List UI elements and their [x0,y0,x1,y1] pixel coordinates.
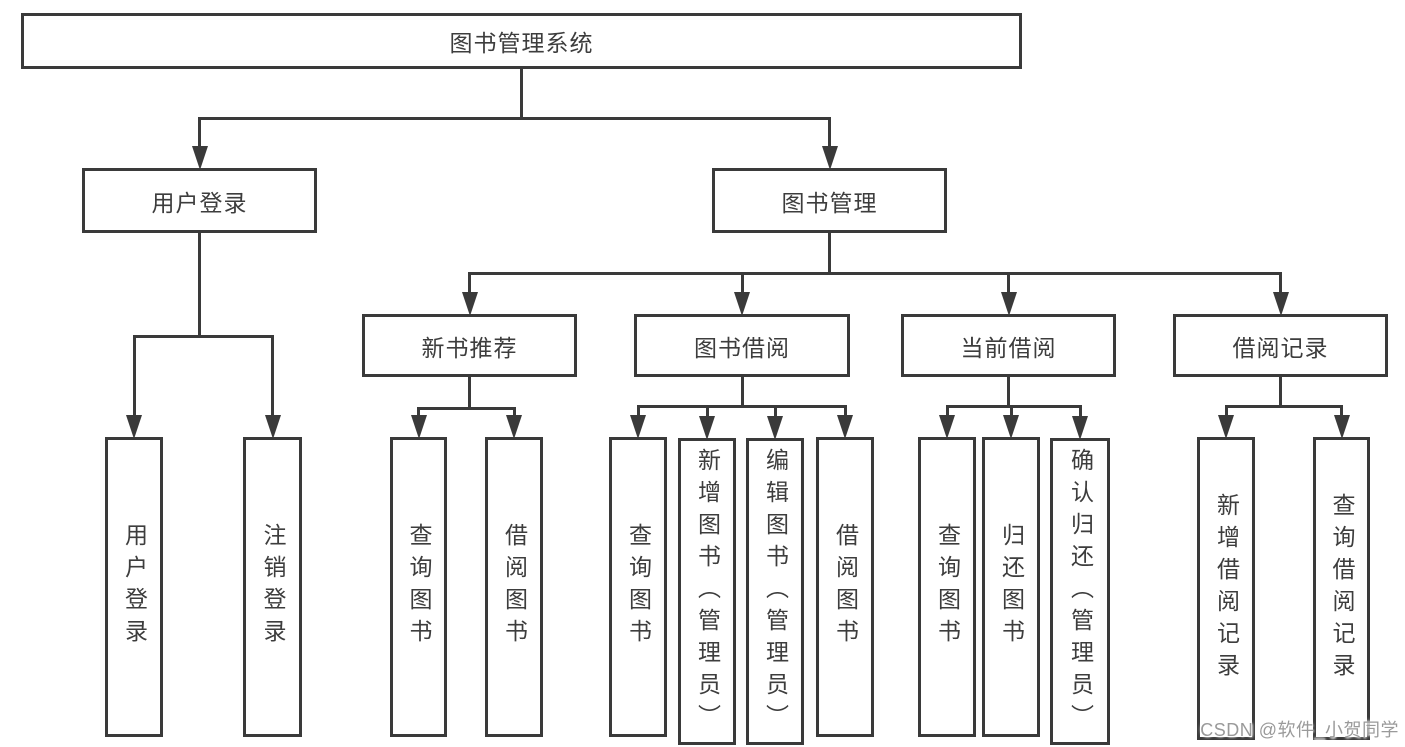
node-query-books-recommend: 查询图书 [390,437,447,737]
connector-drop-query-books-recommend [417,408,420,419]
arrowhead-down-icon-user-login [191,146,208,170]
connector-drop-query-books-borrowing [636,406,640,419]
node-borrow-books-recommend: 借阅图书 [485,437,543,737]
connector-drop-return-books [1009,406,1013,419]
node-logout-leaf: 注销登录 [243,437,302,737]
arrowhead-down-icon-current-borrowing [1000,292,1017,316]
connector-stem-borrowing-records [1279,377,1282,406]
arrowhead-down-icon-logout-leaf [264,415,281,439]
node-current-borrowing: 当前借阅 [901,314,1116,377]
connector-rail-book-management [468,271,1282,275]
node-label-new-book-recommend: 新书推荐 [421,334,518,361]
node-label-logout-leaf: 注销登录 [260,523,286,651]
node-label-query-borrow-record: 查询借阅记录 [1329,492,1355,685]
connector-drop-logout-leaf [271,336,274,419]
arrowhead-down-icon-query-borrow-record [1333,415,1350,439]
node-label-query-books-borrowing: 查询图书 [625,523,652,651]
connector-drop-user-login [198,118,201,150]
node-label-edit-book-admin: 编辑图书（管理员） [762,447,789,736]
node-label-user-login-leaf: 用户登录 [121,523,148,651]
arrowhead-down-icon-add-book-admin [699,416,715,440]
node-user-login-leaf: 用户登录 [105,437,163,737]
node-book-management: 图书管理 [712,168,947,233]
connector-drop-user-login-leaf [132,336,136,419]
node-library-system: 图书管理系统 [21,13,1022,69]
node-label-add-book-admin: 新增图书（管理员） [694,447,721,736]
node-query-books-borrowing: 查询图书 [609,437,667,737]
connector-drop-query-borrow-record [1340,406,1343,419]
node-label-query-books-current: 查询图书 [934,523,961,651]
connector-drop-current-borrowing [1007,273,1010,296]
node-label-borrow-books-borrowing: 借阅图书 [832,523,859,651]
connector-drop-new-book-recommend [468,273,471,296]
connector-stem-user-login [198,233,201,336]
node-borrow-books-borrowing: 借阅图书 [816,437,874,737]
node-label-book-borrowing: 图书借阅 [694,334,790,361]
connector-rail-book-borrowing [636,404,847,408]
connector-drop-add-book-admin [705,406,709,420]
connector-rail-borrowing-records [1224,404,1343,408]
connector-drop-query-books-current [945,406,949,419]
node-add-book-admin: 新增图书（管理员） [678,438,736,745]
node-book-borrowing: 图书借阅 [634,314,850,377]
connector-stem-book-borrowing [740,377,744,406]
arrowhead-down-icon-borrowing-records [1272,292,1289,316]
node-query-books-current: 查询图书 [918,437,976,737]
connector-rail-user-login [132,334,274,338]
connector-rail-new-book-recommend [417,406,516,410]
node-label-add-borrow-record: 新增借阅记录 [1213,492,1240,685]
arrowhead-down-icon-borrow-books-borrowing [837,415,853,439]
connector-stem-book-management [828,233,831,273]
node-label-current-borrowing: 当前借阅 [960,334,1057,361]
arrowhead-down-icon-borrow-books-recommend [506,415,522,439]
node-label-library-system: 图书管理系统 [449,30,594,56]
connector-drop-borrow-books-borrowing [843,406,847,419]
arrowhead-down-icon-query-books-current [939,415,955,439]
connector-drop-borrowing-records [1279,273,1282,296]
connector-stem-library-system [520,69,523,118]
node-label-query-books-recommend: 查询图书 [406,523,432,651]
node-add-borrow-record: 新增借阅记录 [1197,437,1255,740]
connector-drop-edit-book-admin [773,406,777,420]
node-query-borrow-record: 查询借阅记录 [1313,437,1370,740]
node-borrowing-records: 借阅记录 [1173,314,1388,377]
arrowhead-down-icon-query-books-borrowing [630,415,646,439]
connector-stem-current-borrowing [1007,377,1010,406]
arrowhead-down-icon-book-borrowing [734,292,750,316]
node-label-confirm-return-admin: 确认归还（管理员） [1067,447,1094,736]
node-user-login: 用户登录 [82,168,317,233]
node-label-book-management: 图书管理 [781,189,878,216]
arrowhead-down-icon-book-management [821,146,838,170]
connector-drop-borrow-books-recommend [512,408,516,419]
arrowhead-down-icon-confirm-return-admin [1072,416,1088,440]
node-label-return-books: 归还图书 [998,523,1025,651]
node-confirm-return-admin: 确认归还（管理员） [1050,438,1110,745]
node-label-borrow-books-recommend: 借阅图书 [501,523,528,651]
arrowhead-down-icon-edit-book-admin [767,416,783,440]
node-label-borrowing-records: 借阅记录 [1232,334,1329,361]
node-label-user-login: 用户登录 [151,189,248,216]
arrowhead-down-icon-new-book-recommend [461,292,478,316]
connector-rail-library-system [198,116,831,120]
watermark: CSDN @软件_小贺同学 [1200,720,1399,740]
connector-drop-add-borrow-record [1224,406,1228,419]
connector-rail-current-borrowing [945,404,1082,408]
node-new-book-recommend: 新书推荐 [362,314,577,377]
arrowhead-down-icon-return-books [1003,415,1019,439]
node-edit-book-admin: 编辑图书（管理员） [746,438,804,745]
arrowhead-down-icon-user-login-leaf [126,415,142,439]
connector-drop-book-management [828,118,831,150]
connector-drop-confirm-return-admin [1078,406,1082,420]
connector-drop-book-borrowing [740,273,744,296]
connector-stem-new-book-recommend [468,377,471,408]
arrowhead-down-icon-add-borrow-record [1218,415,1234,439]
node-return-books: 归还图书 [982,437,1040,737]
arrowhead-down-icon-query-books-recommend [410,415,427,439]
